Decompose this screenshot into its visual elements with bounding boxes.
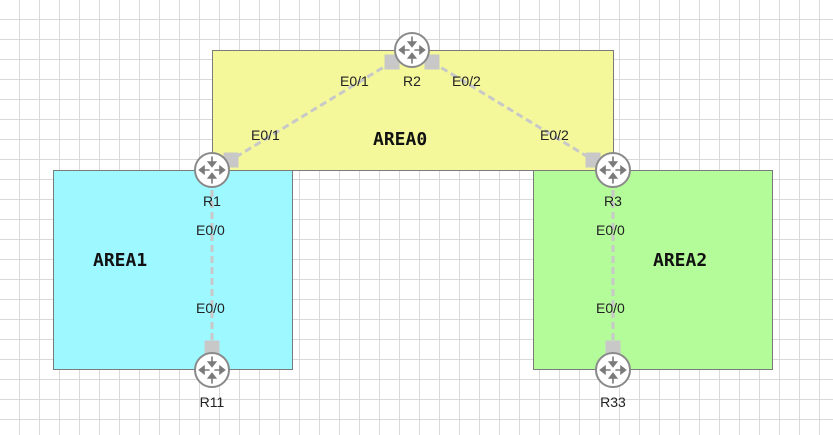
iface-r2-e0-1: E0/1 [340,73,369,89]
router-icon [193,151,231,189]
iface-r1-e0-1: E0/1 [251,127,280,143]
area1-zone [53,170,293,370]
iface-r3-e0-2: E0/2 [540,127,569,143]
router-r33[interactable] [594,351,632,389]
router-icon [393,31,431,69]
router-r2[interactable] [393,31,431,69]
router-r2-label: R2 [403,73,421,89]
router-r11[interactable] [193,351,231,389]
router-r3-label: R3 [604,193,622,209]
router-r1[interactable] [193,151,231,189]
area1-label: AREA1 [93,250,148,271]
router-icon [594,151,632,189]
router-icon [193,351,231,389]
router-r3[interactable] [594,151,632,189]
router-r1-label: R1 [203,193,221,209]
iface-r1-e0-0: E0/0 [196,222,225,238]
area0-label: AREA0 [373,129,428,150]
link-r2-r3 [424,54,601,168]
link-r2-r1 [223,54,400,168]
router-r33-label: R33 [600,394,626,410]
iface-r11-e0-0: E0/0 [196,300,225,316]
iface-r3-e0-0: E0/0 [596,222,625,238]
iface-r2-e0-2: E0/2 [452,73,481,89]
iface-r33-e0-0: E0/0 [596,300,625,316]
area2-zone [533,170,773,370]
area2-label: AREA2 [653,250,708,271]
router-icon [594,351,632,389]
router-r11-label: R11 [199,394,225,410]
